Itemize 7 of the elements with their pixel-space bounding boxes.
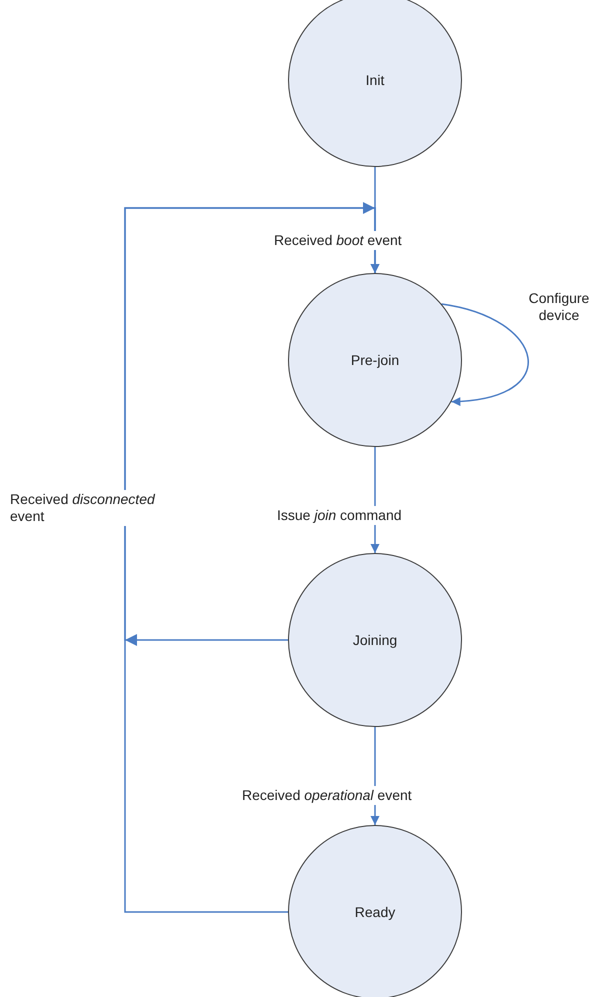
state-name: Pre-join xyxy=(350,352,400,368)
edge-label: Issue join command xyxy=(275,506,404,525)
edge-label: Received boot event xyxy=(272,231,404,250)
state-name: Joining xyxy=(352,632,398,648)
edge-label: Received operational event xyxy=(240,786,414,805)
state-name: Ready xyxy=(354,904,396,920)
state-name: Init xyxy=(366,72,384,88)
